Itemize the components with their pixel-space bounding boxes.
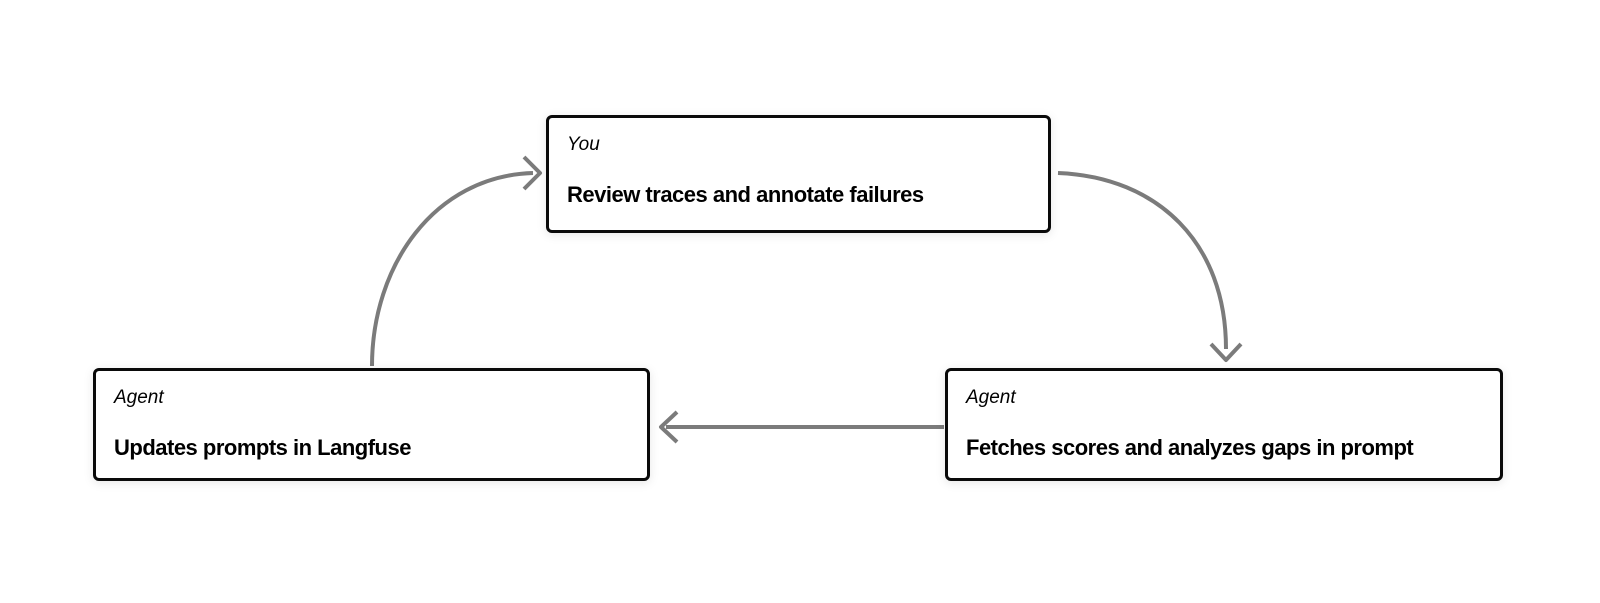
arrow-update-to-review xyxy=(370,155,542,367)
node-review-traces: You Review traces and annotate failures xyxy=(546,115,1051,233)
arrowhead-down-icon xyxy=(1209,342,1243,362)
node-action-text: Fetches scores and analyzes gaps in prom… xyxy=(966,434,1414,460)
arrow-fetch-to-update xyxy=(659,410,944,444)
arrow-review-to-fetch xyxy=(1057,171,1243,362)
node-action-text: Updates prompts in Langfuse xyxy=(114,434,411,460)
arrowhead-left-icon xyxy=(659,410,679,444)
edge-line xyxy=(1057,171,1228,350)
node-actor-label: You xyxy=(567,134,600,155)
node-actor-label: Agent xyxy=(114,387,164,408)
node-actor-label: Agent xyxy=(966,387,1016,408)
arrowhead-right-icon xyxy=(522,155,542,191)
node-update-prompts: Agent Updates prompts in Langfuse xyxy=(93,368,650,481)
node-fetch-scores: Agent Fetches scores and analyzes gaps i… xyxy=(945,368,1503,481)
node-action-text: Review traces and annotate failures xyxy=(567,181,924,207)
edge-line xyxy=(370,171,534,367)
